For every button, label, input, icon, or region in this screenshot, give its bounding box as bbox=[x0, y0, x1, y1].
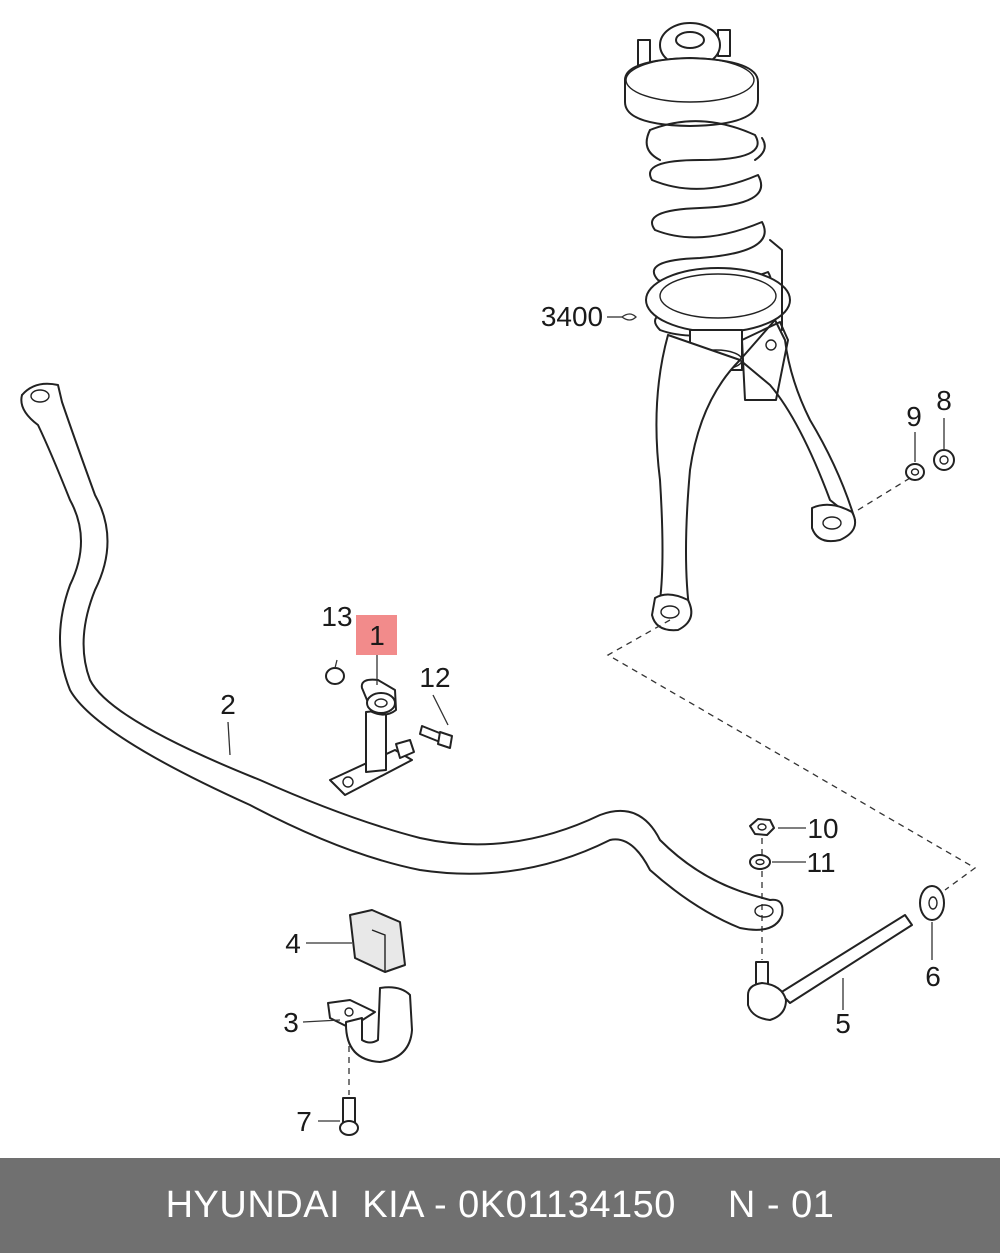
clamp-part-3 bbox=[327, 986, 413, 1063]
callout-11: 11 bbox=[806, 847, 835, 878]
callout-3400: 3400 bbox=[541, 301, 603, 332]
strut-assembly bbox=[624, 22, 856, 632]
assembly-line-strut-bolt bbox=[857, 477, 911, 511]
footer-brand-part-number: HYUNDAI KIA - 0K01134150 bbox=[165, 1184, 676, 1226]
callout-3: 3 bbox=[283, 1007, 299, 1038]
bushing-part-4 bbox=[349, 909, 406, 973]
callout-5: 5 bbox=[835, 1008, 851, 1039]
washer-part-6 bbox=[919, 885, 945, 921]
link-part-5 bbox=[747, 914, 913, 1021]
callout-1: 1 bbox=[369, 620, 385, 651]
assembly-line-link bbox=[606, 619, 977, 891]
callout-6: 6 bbox=[925, 961, 941, 992]
nut-part-8 bbox=[933, 449, 955, 471]
bolt-part-7 bbox=[339, 1097, 359, 1136]
part-1-highlight bbox=[356, 615, 397, 655]
callout-13: 13 bbox=[321, 601, 352, 632]
bracket-part-1 bbox=[329, 678, 415, 796]
part-number-footer: HYUNDAI KIA - 0K01134150 N - 01 bbox=[0, 1158, 1000, 1253]
stabilizer-bar bbox=[20, 382, 784, 931]
callout-12: 12 bbox=[419, 662, 450, 693]
washer-part-11 bbox=[749, 854, 771, 870]
nut-part-13 bbox=[325, 667, 345, 685]
callout-4: 4 bbox=[285, 928, 301, 959]
callout-8: 8 bbox=[936, 385, 952, 416]
callout-2: 2 bbox=[220, 689, 236, 720]
footer-code: N - 01 bbox=[727, 1184, 835, 1226]
callout-10: 10 bbox=[807, 813, 838, 844]
leader-lines bbox=[227, 313, 945, 1122]
parts-diagram: 1 2 3 4 5 6 7 8 9 10 11 12 13 3400 bbox=[20, 22, 977, 1137]
bolt-part-12 bbox=[419, 725, 453, 749]
callout-9: 9 bbox=[906, 401, 922, 432]
nut-part-10 bbox=[749, 818, 775, 836]
callout-7: 7 bbox=[296, 1106, 312, 1137]
washer-part-9 bbox=[905, 463, 925, 481]
